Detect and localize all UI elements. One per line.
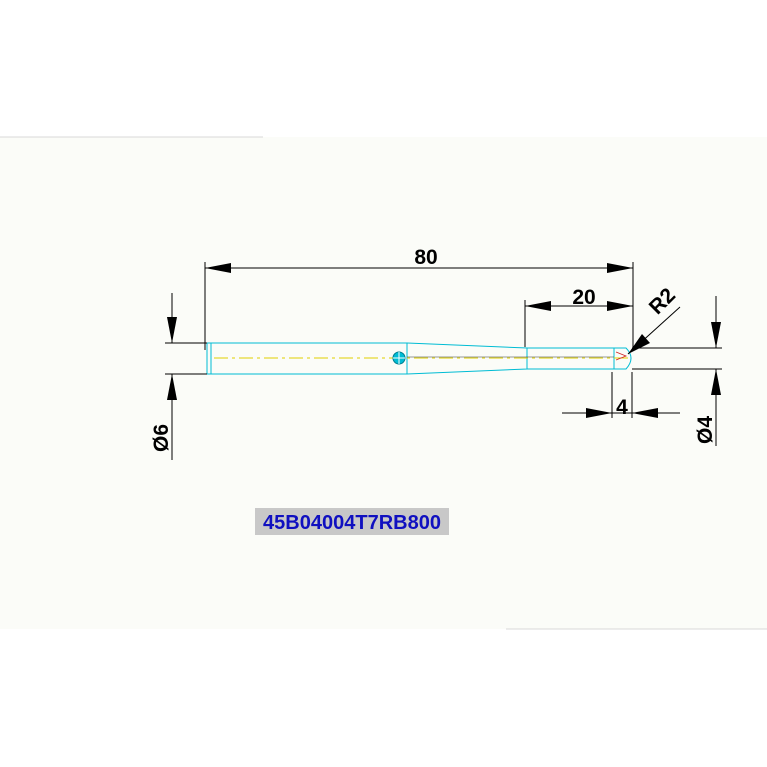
arrow-4-right: [632, 408, 658, 418]
arrow-4-left: [586, 408, 612, 418]
arrow-80-right: [607, 263, 633, 273]
tip-red-detail: [615, 351, 628, 361]
arrow-d4-bottom: [711, 369, 721, 395]
arrow-20-left: [525, 301, 551, 311]
drawing-sheet: [0, 137, 767, 629]
arrow-d4-top: [711, 322, 721, 348]
arrow-r2: [628, 334, 650, 354]
arrow-80-left: [205, 263, 231, 273]
dimension-arrows: [167, 263, 721, 418]
dim-d4-label: Ø4: [694, 416, 717, 444]
arrow-d6-bottom: [167, 374, 177, 400]
part-number-background: [255, 508, 449, 535]
center-mark-icon: [392, 351, 406, 365]
dim-4-label: 4: [616, 396, 628, 419]
arrow-d6-top: [167, 317, 177, 343]
part-number-label: 45B04004T7RB800: [263, 512, 441, 534]
ball-tip: [613, 347, 632, 370]
arrow-20-right: [607, 301, 633, 311]
dim-80-label: 80: [414, 246, 437, 269]
dim-20-label: 20: [572, 286, 595, 309]
dim-d6-label: Ø6: [150, 424, 173, 452]
